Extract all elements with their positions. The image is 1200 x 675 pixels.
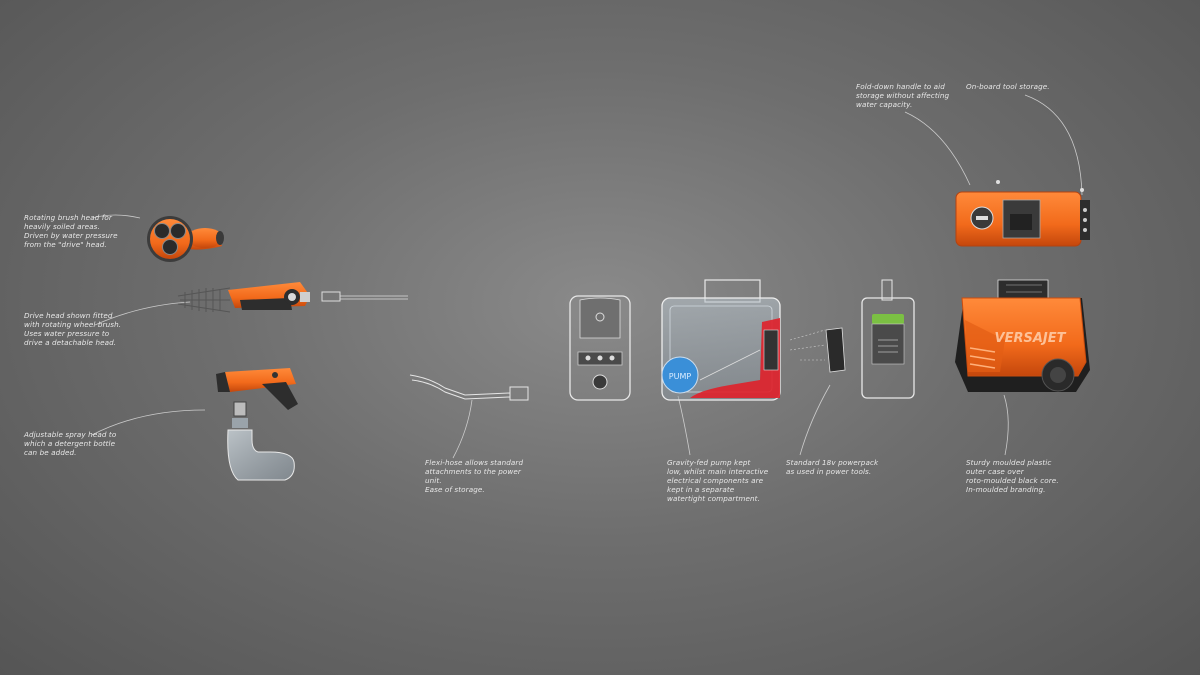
flexi-hose [409, 374, 529, 401]
spray-head-gun [216, 368, 298, 410]
detergent-bottle [227, 401, 295, 481]
power-unit-front-view [861, 279, 915, 399]
annotation-drive-head: Drive head shown fitted with rotating wh… [24, 311, 122, 347]
leader-dots [996, 180, 1084, 192]
annotation-spray-head: Adjustable spray head to which a deterge… [24, 430, 117, 457]
annotation-flexi-hose: Flexi-hose allows standard attachments t… [425, 458, 524, 494]
annotation-handle: Fold-down handle to aid storage without … [856, 82, 950, 109]
leader-lines [91, 94, 1083, 459]
versajet-brand-logo: VERSAJET [995, 331, 1067, 346]
annotation-powerpack: Standard 18v powerpack as used in power … [786, 458, 879, 476]
annotation-brush-head: Rotating brush head for heavily soiled a… [24, 213, 118, 249]
versajet-top-view [955, 191, 1090, 247]
annotation-pump: Gravity-fed pump kept low, whilst main i… [667, 458, 769, 503]
annotation-outer-case: Sturdy moulded plastic outer case over r… [966, 458, 1059, 494]
pump-label: PUMP [669, 372, 692, 381]
powerpack [789, 327, 846, 373]
versajet-case: VERSAJET [955, 279, 1090, 392]
rotating-brush-head [147, 216, 224, 262]
power-unit-side-view [569, 295, 631, 401]
annotation-tool-storage: On-board tool storage. [966, 82, 1050, 91]
transparent-main-unit: PUMP [661, 279, 781, 401]
drive-head-wheel-brush [177, 282, 408, 313]
